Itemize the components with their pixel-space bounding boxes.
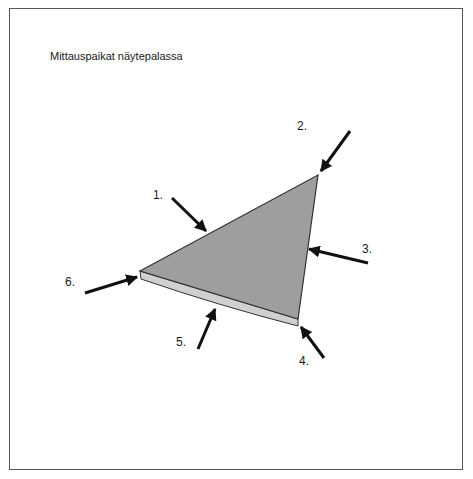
arrow-1 [172,198,206,231]
figure-title: Mittauspaikat näytepalassa [50,50,183,62]
callout-number: 5. [176,336,186,349]
arrow-4 [301,327,324,358]
arrow-2 [321,131,350,171]
callout-number: 2. [297,120,307,133]
frame-border [10,9,463,470]
arrow-6 [85,277,137,293]
callout-number: 3. [362,243,372,256]
callout-number: 1. [153,189,163,202]
callout-number: 4. [299,355,309,368]
arrow-5 [198,309,215,349]
callout-number: 6. [65,276,75,289]
arrow-3 [309,249,368,263]
sample-piece [140,175,318,319]
